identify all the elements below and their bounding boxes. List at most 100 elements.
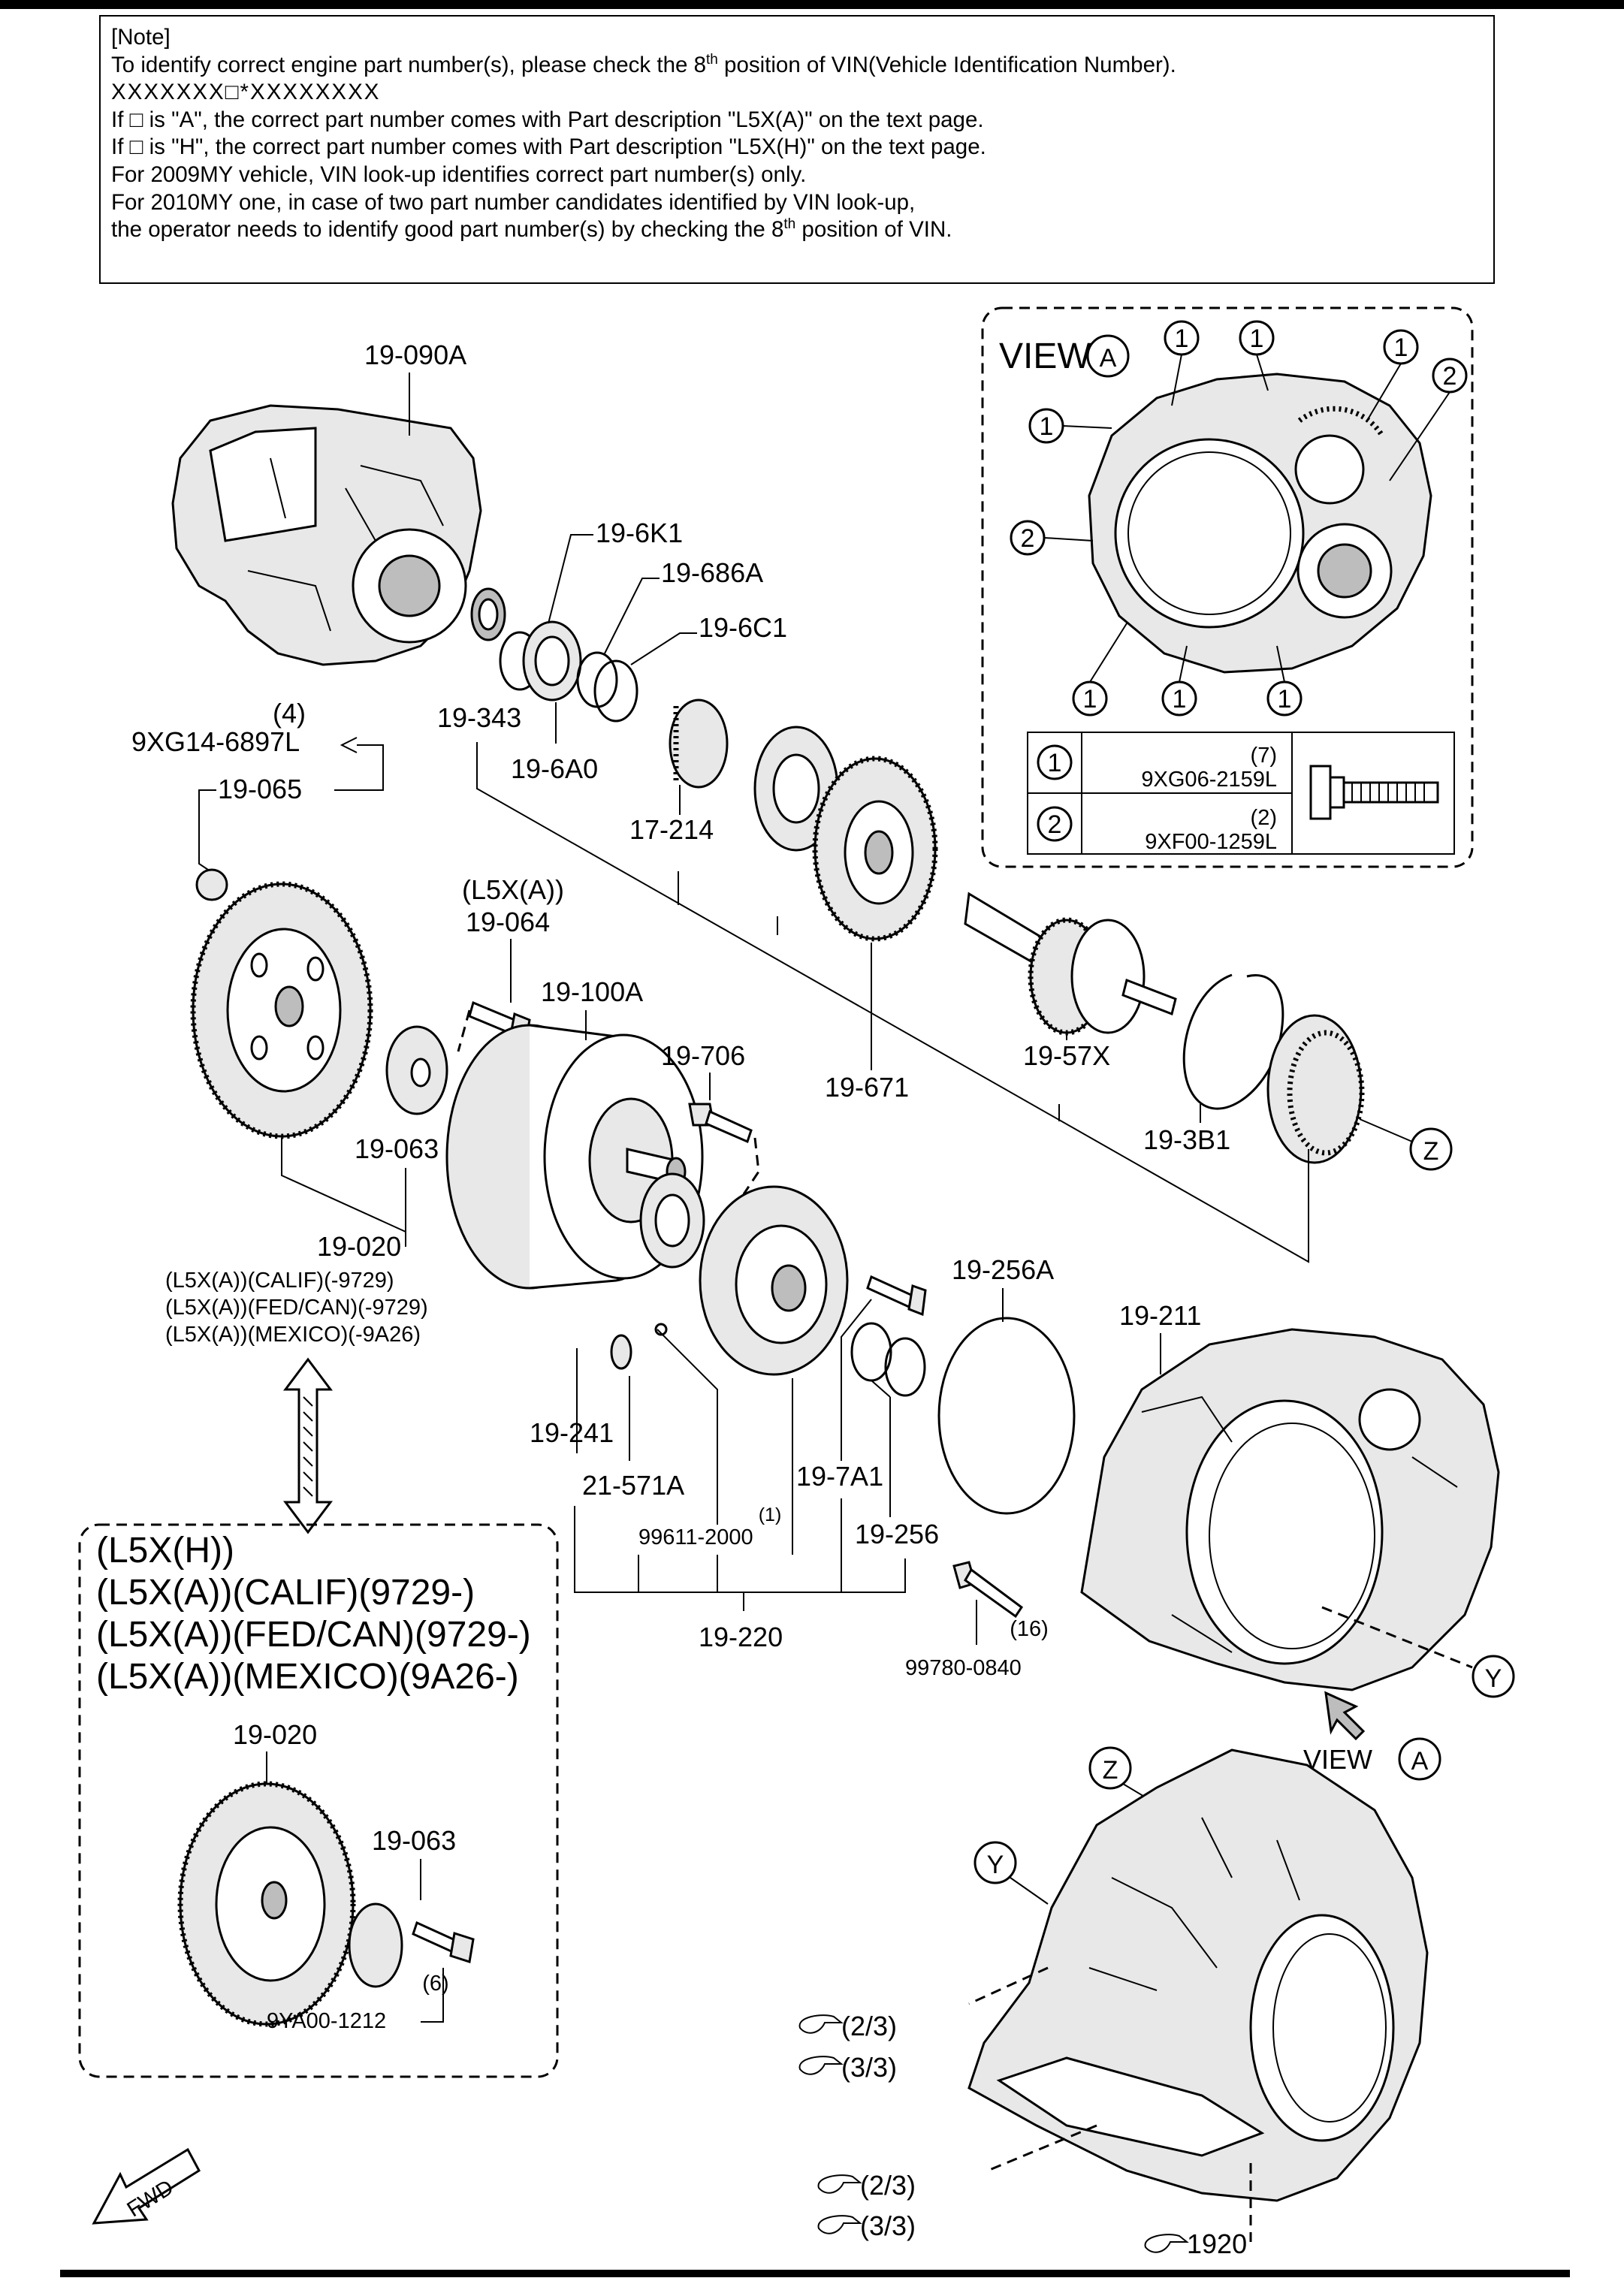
svg-text:1: 1 — [1278, 685, 1292, 714]
note-line-5: For 2009MY vehicle, VIN look-up identifi… — [111, 161, 807, 187]
label-19-6K1: 19-6K1 — [596, 517, 683, 548]
note-heading: [Note] — [111, 25, 171, 50]
svg-text:1: 1 — [1250, 324, 1264, 353]
label-19-100A: 19-100A — [541, 976, 643, 1007]
oil-pump-19-220 — [699, 1185, 849, 1376]
table-part-1: 9XG06-2159L — [1141, 768, 1277, 792]
gasket-19-256A — [937, 1317, 1076, 1515]
ref-y-circle — [1472, 1655, 1515, 1698]
svg-text:1: 1 — [1173, 685, 1187, 714]
svg-text:Z: Z — [1423, 1137, 1439, 1166]
note-vin-pattern: XXXXXXX□*XXXXXXXX — [111, 80, 381, 105]
grouping-line — [476, 742, 1309, 1263]
view-a-arrow — [1324, 1691, 1366, 1741]
ref-hand-2-3-lower: (2/3) — [817, 2170, 916, 2201]
ref-hand-3-3-upper: (3/3) — [798, 2052, 897, 2083]
nut-19-065 — [195, 868, 228, 901]
transaxle-assembly-19-090A — [171, 404, 482, 666]
top-rule — [0, 0, 1624, 9]
label-qty-1: (1) — [759, 1504, 782, 1525]
ref-y-lower — [973, 1841, 1017, 1884]
note-line-7: the operator needs to identify good part… — [111, 216, 952, 243]
alt-label-9YA00-1212: 9YA00-1212 — [267, 2009, 386, 2033]
label-19-256: 19-256 — [855, 1519, 939, 1549]
gear-17-214 — [669, 698, 729, 789]
ball-21-571A — [654, 1323, 668, 1336]
table-callout-2: 2 — [1048, 810, 1062, 839]
label-view-a-letter: A — [1411, 1747, 1429, 1776]
fwd-arrow-icon: FWD — [92, 2147, 201, 2225]
snap-ring — [1182, 973, 1284, 1110]
shaft-19-57X — [964, 892, 1177, 1036]
note-line-4: If □ is "H", the correct part number com… — [111, 134, 986, 160]
note-line-6: For 2010MY one, in case of two part numb… — [111, 189, 916, 215]
table-qty-1: (7) — [1251, 744, 1277, 768]
label-19-020: 19-020 — [317, 1231, 401, 1262]
svg-text:(2/3): (2/3) — [860, 2170, 916, 2201]
alt-line-2: (L5X(A))(CALIF)(9729-) — [96, 1573, 475, 1613]
svg-text:(2/3): (2/3) — [841, 2011, 897, 2041]
label-99611-2000: 99611-2000 — [638, 1525, 753, 1549]
ref-hand-2-3-upper: (2/3) — [798, 2011, 897, 2041]
label-19-3B1: 19-3B1 — [1143, 1124, 1230, 1155]
transaxle-case-lower — [967, 1748, 1429, 2202]
label-19-090A: 19-090A — [364, 339, 466, 370]
svg-text:Y: Y — [1485, 1664, 1502, 1693]
label-19-671: 19-671 — [825, 1072, 909, 1103]
ref-hand-3-3-lower: (3/3) — [817, 2210, 916, 2241]
note-line-3: If □ is "A", the correct part number com… — [111, 107, 984, 132]
label-cond-mexico: (L5X(A))(MEXICO)(-9A26) — [165, 1323, 421, 1347]
label-qty-4: (4) — [273, 698, 306, 729]
ref-z-circle — [1409, 1127, 1453, 1171]
label-19-065: 19-065 — [218, 774, 302, 804]
label-19-064: 19-064 — [466, 907, 550, 937]
bolt-19-706 — [688, 1103, 753, 1144]
alt-label-19-063: 19-063 — [372, 1825, 456, 1856]
ring-19-6C1 — [593, 659, 638, 723]
label-19-57X: 19-57X — [1023, 1040, 1110, 1071]
table-part-2: 9XF00-1259L — [1145, 830, 1277, 854]
svg-text:1: 1 — [1394, 333, 1408, 362]
label-19-256A: 19-256A — [952, 1254, 1054, 1285]
alt-line-4: (L5X(A))(MEXICO)(9A26-) — [96, 1657, 519, 1697]
alt-label-19-020: 19-020 — [233, 1719, 317, 1750]
alt-label-qty-6: (6) — [422, 1972, 448, 1996]
svg-text:(3/3): (3/3) — [841, 2052, 897, 2083]
label-19-211: 19-211 — [1119, 1300, 1201, 1331]
label-19-6C1: 19-6C1 — [699, 612, 787, 643]
svg-text:Y: Y — [987, 1851, 1004, 1879]
label-19-241: 19-241 — [530, 1417, 614, 1448]
svg-text:1: 1 — [1175, 324, 1189, 353]
bottom-rule — [60, 2270, 1570, 2277]
label-cond-fedcan: (L5X(A))(FED/CAN)(-9729) — [165, 1296, 428, 1320]
note-line-1: To identify correct engine part number(s… — [111, 51, 1176, 77]
spring-19-241 — [610, 1334, 632, 1370]
alt-line-1: (L5X(H)) — [96, 1531, 234, 1570]
svg-text:2: 2 — [1021, 524, 1035, 553]
double-arrow — [283, 1357, 333, 1534]
label-qty-16: (16) — [1010, 1617, 1049, 1641]
note-box: [Note] To identify correct engine part n… — [99, 15, 1495, 284]
alternate-drive-plate-box: (L5X(H)) (L5X(A))(CALIF)(9729-) (L5X(A))… — [78, 1523, 559, 2078]
label-19-7A1: 19-7A1 — [796, 1461, 883, 1492]
label-9XG14-6897L: 9XG14-6897L — [131, 726, 300, 757]
svg-text:(3/3): (3/3) — [860, 2210, 916, 2241]
ref-hand-1920: 1920 — [1144, 2228, 1247, 2259]
label-17-214: 17-214 — [629, 814, 714, 845]
label-21-571A: 21-571A — [582, 1470, 684, 1501]
label-cond-calif: (L5X(A))(CALIF)(-9729) — [165, 1269, 394, 1293]
label-19-343: 19-343 — [437, 702, 521, 733]
svg-text:1920: 1920 — [1187, 2228, 1247, 2259]
ref-z-lower — [1088, 1746, 1132, 1790]
label-19-686A: 19-686A — [661, 557, 763, 588]
bolt-99780-0840 — [952, 1561, 1024, 1619]
bolt-19-7A1 — [866, 1275, 927, 1317]
view-a-panel: VIEW A 1 1 1 2 1 2 1 1 1 — [981, 306, 1474, 868]
view-a-letter: A — [1100, 344, 1117, 373]
table-callout-1: 1 — [1048, 749, 1062, 777]
o-ring-19-256-b — [884, 1337, 926, 1397]
transaxle-case-view-a — [1088, 373, 1432, 674]
label-19-063: 19-063 — [355, 1133, 439, 1164]
label-19-706: 19-706 — [661, 1040, 745, 1071]
